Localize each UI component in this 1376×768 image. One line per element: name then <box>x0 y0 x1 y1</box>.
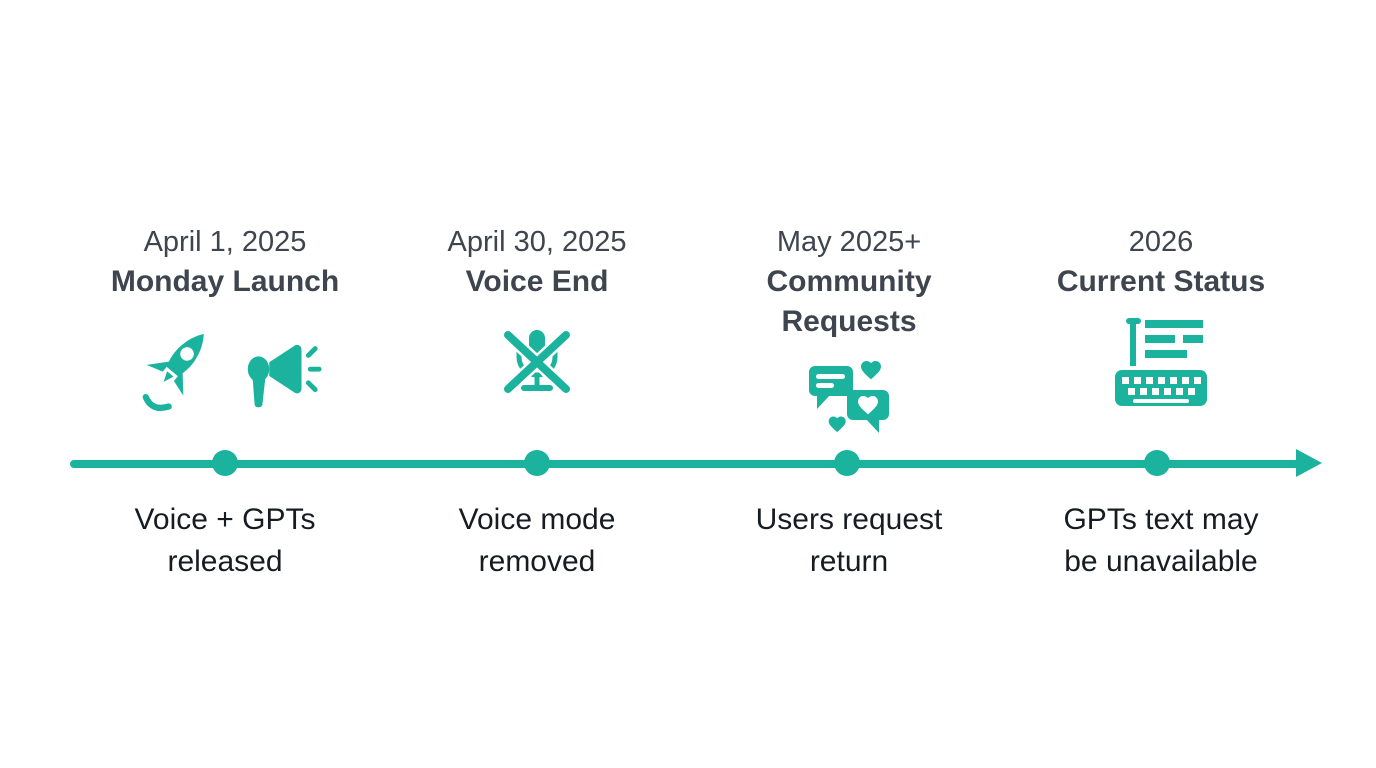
timeline-dot <box>834 450 860 476</box>
milestone-caption: Voice mode removed <box>381 499 693 583</box>
milestone-community-requests: May 2025+ Community Requests <box>693 222 1005 438</box>
caption-line: return <box>809 545 889 578</box>
milestone-icons <box>69 318 381 418</box>
rocket-icon <box>142 333 204 412</box>
milestone-voice-end: April 30, 2025 Voice End <box>381 222 693 416</box>
milestone-date: May 2025+ <box>776 226 922 258</box>
milestone-caption: Voice + GPTs released <box>69 499 381 583</box>
megaphone-icon <box>247 344 322 408</box>
milestone-title: Current Status <box>1056 265 1266 298</box>
typewriter-icon <box>1115 318 1207 406</box>
milestone-icons <box>693 358 1005 438</box>
timeline-dot <box>212 450 238 476</box>
caption-line: removed <box>478 545 596 578</box>
milestone-monday-launch: April 1, 2025 Monday Launch <box>69 222 381 418</box>
milestone-title: Requests <box>781 305 917 338</box>
caption-line: released <box>167 545 283 578</box>
caption-line: Voice mode <box>458 503 616 536</box>
microphone-muted-icon <box>501 328 573 396</box>
chat-hearts-icon <box>809 361 889 433</box>
milestone-date: April 1, 2025 <box>143 226 307 258</box>
milestone-date: 2026 <box>1128 226 1194 258</box>
caption-line: Voice + GPTs <box>134 503 316 536</box>
timeline-arrowhead-icon <box>1296 449 1322 477</box>
milestone-caption: Users request return <box>693 499 1005 583</box>
timeline-dot <box>1144 450 1170 476</box>
timeline-axis <box>70 460 1302 468</box>
caption-line: be unavailable <box>1064 545 1258 578</box>
milestone-title: Community <box>766 265 932 298</box>
timeline-dot <box>524 450 550 476</box>
milestone-date: April 30, 2025 <box>447 226 627 258</box>
milestone-icons <box>381 318 693 416</box>
milestone-current-status: 2026 Current Status <box>1005 222 1317 406</box>
milestone-icons <box>1005 318 1317 406</box>
milestone-caption: GPTs text may be unavailable <box>1005 499 1317 583</box>
milestone-title: Voice End <box>465 265 609 298</box>
caption-line: Users request <box>755 503 943 536</box>
caption-line: GPTs text may <box>1063 503 1259 536</box>
milestone-title: Monday Launch <box>110 265 340 298</box>
